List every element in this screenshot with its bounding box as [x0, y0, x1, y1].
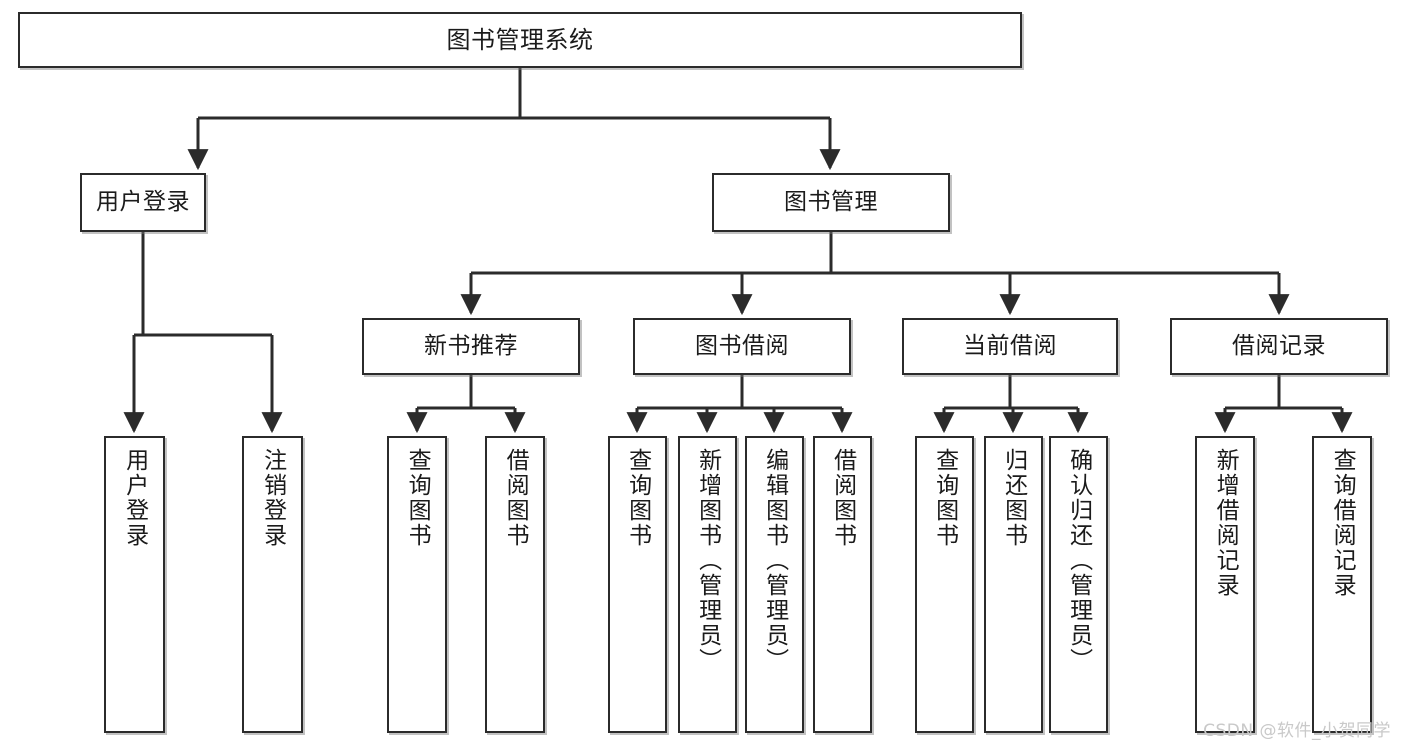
leaf-user-login[interactable]: 用户登录: [104, 436, 165, 733]
leaf-confirm-return-admin-label: 确认归还（管理员）: [1065, 448, 1092, 673]
leaf-edit-book-admin[interactable]: 编辑图书（管理员）: [745, 436, 804, 733]
node-new-book-recommend-label: 新书推荐: [424, 332, 518, 359]
leaf-user-login-label: 用户登录: [121, 448, 148, 548]
leaf-query-book-current[interactable]: 查询图书: [915, 436, 974, 733]
leaf-borrow-book[interactable]: 借阅图书: [813, 436, 872, 733]
node-root-label: 图书管理系统: [446, 25, 594, 54]
leaf-query-book-borrow[interactable]: 查询图书: [608, 436, 667, 733]
leaf-query-borrow-record[interactable]: 查询借阅记录: [1312, 436, 1372, 733]
node-borrow-record[interactable]: 借阅记录: [1170, 318, 1388, 375]
leaf-return-book-label: 归还图书: [1000, 448, 1027, 548]
node-new-book-recommend[interactable]: 新书推荐: [362, 318, 580, 375]
node-book-management-label: 图书管理: [784, 188, 878, 215]
leaf-logout-label: 注销登录: [259, 448, 286, 548]
leaf-add-borrow-record[interactable]: 新增借阅记录: [1195, 436, 1255, 733]
leaf-query-book-new[interactable]: 查询图书: [387, 436, 447, 733]
node-current-borrow[interactable]: 当前借阅: [902, 318, 1118, 375]
leaf-query-book-new-label: 查询图书: [404, 448, 431, 548]
leaf-add-book-admin-label: 新增图书（管理员）: [694, 448, 721, 673]
leaf-borrow-book-new-label: 借阅图书: [502, 448, 529, 548]
leaf-query-borrow-record-label: 查询借阅记录: [1329, 448, 1356, 598]
leaf-borrow-book-new[interactable]: 借阅图书: [485, 436, 545, 733]
node-root[interactable]: 图书管理系统: [18, 12, 1022, 68]
node-book-borrow-label: 图书借阅: [695, 332, 789, 359]
leaf-query-book-borrow-label: 查询图书: [624, 448, 651, 548]
node-book-management[interactable]: 图书管理: [712, 173, 950, 232]
node-borrow-record-label: 借阅记录: [1232, 332, 1326, 359]
leaf-logout[interactable]: 注销登录: [242, 436, 303, 733]
leaf-add-borrow-record-label: 新增借阅记录: [1212, 448, 1239, 598]
node-book-borrow[interactable]: 图书借阅: [633, 318, 851, 375]
leaf-query-book-current-label: 查询图书: [931, 448, 958, 548]
leaf-add-book-admin[interactable]: 新增图书（管理员）: [678, 436, 737, 733]
leaf-confirm-return-admin[interactable]: 确认归还（管理员）: [1049, 436, 1108, 733]
node-user-login-label: 用户登录: [96, 188, 190, 215]
watermark: CSDN @软件_小贺同学: [1203, 721, 1391, 741]
leaf-borrow-book-label: 借阅图书: [829, 448, 856, 548]
leaf-edit-book-admin-label: 编辑图书（管理员）: [761, 448, 788, 673]
node-current-borrow-label: 当前借阅: [963, 332, 1057, 359]
leaf-return-book[interactable]: 归还图书: [984, 436, 1043, 733]
node-user-login[interactable]: 用户登录: [80, 173, 206, 232]
